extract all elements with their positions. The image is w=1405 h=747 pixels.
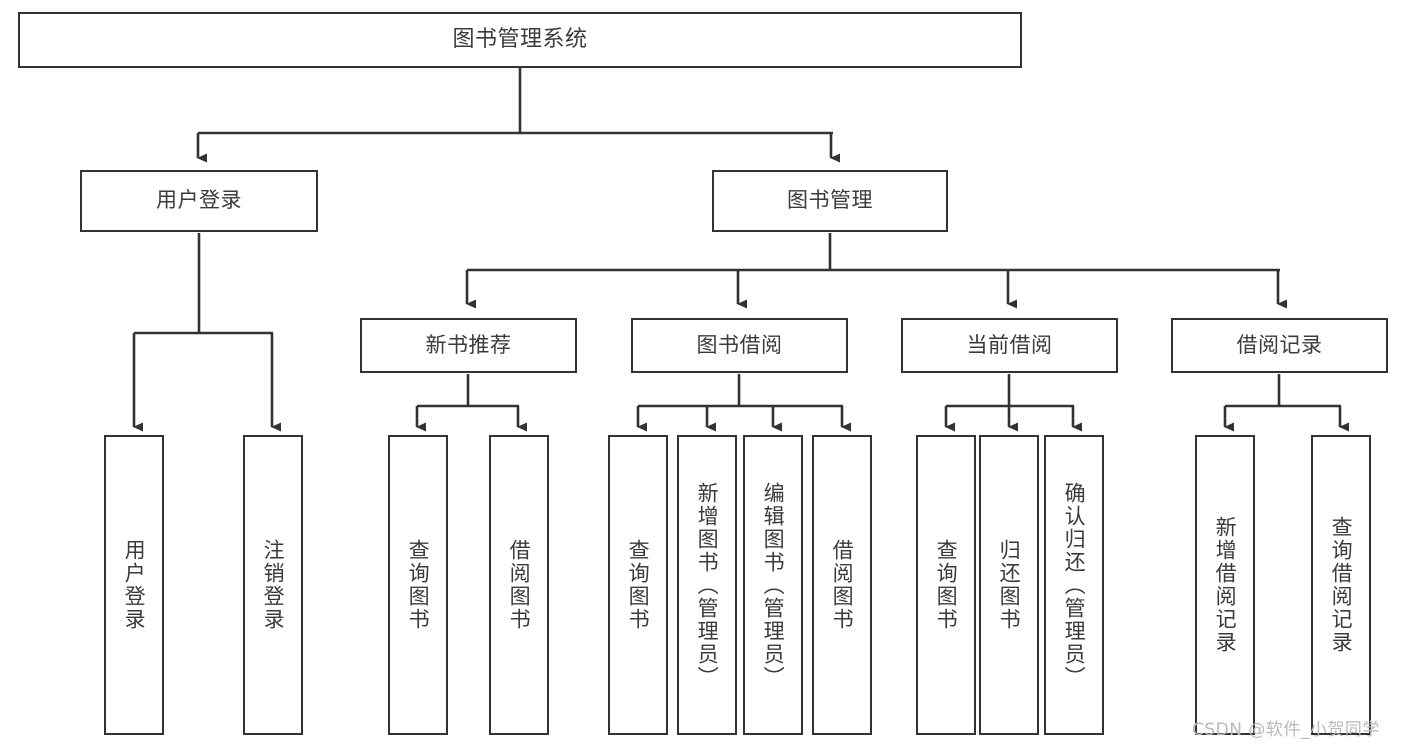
leaf-borrow-edit-book-admin[interactable]: 编辑图书（管理员） [743,435,803,735]
node-label: 借阅图书 [830,539,855,631]
node-borrow-record[interactable]: 借阅记录 [1171,318,1388,373]
node-label: 查询借阅记录 [1329,516,1354,654]
node-label: 查询图书 [406,539,431,631]
node-label: 查询图书 [626,539,651,631]
node-label: 编辑图书（管理员） [761,481,786,689]
leaf-user-login-sign-out[interactable]: 注销登录 [243,435,303,735]
node-root-book-management-system[interactable]: 图书管理系统 [18,12,1022,68]
node-label: 注销登录 [261,539,286,631]
node-book-management[interactable]: 图书管理 [712,170,948,232]
node-label: 新增借阅记录 [1213,516,1238,654]
leaf-recommend-query-book[interactable]: 查询图书 [388,435,448,735]
leaf-borrow-query-book[interactable]: 查询图书 [608,435,668,735]
node-current-borrow[interactable]: 当前借阅 [901,318,1118,373]
node-book-borrow[interactable]: 图书借阅 [631,318,848,373]
leaf-borrow-add-book-admin[interactable]: 新增图书（管理员） [677,435,737,735]
node-label: 图书借阅 [696,332,783,357]
leaf-current-return-book[interactable]: 归还图书 [979,435,1039,735]
node-label: 当前借阅 [966,332,1053,357]
node-label: 查询图书 [934,539,959,631]
node-label: 用户登录 [122,539,147,631]
leaf-user-login-sign-in[interactable]: 用户登录 [104,435,164,735]
csdn-watermark: CSDN @软件_小贺同学 [1192,720,1380,740]
leaf-current-query-book[interactable]: 查询图书 [916,435,976,735]
node-label: 图书管理系统 [452,26,588,52]
node-user-login[interactable]: 用户登录 [80,170,318,232]
leaf-borrow-borrow-book[interactable]: 借阅图书 [812,435,872,735]
leaf-current-confirm-return-admin[interactable]: 确认归还（管理员） [1044,435,1104,735]
node-new-book-recommend[interactable]: 新书推荐 [360,318,577,373]
node-label: 用户登录 [156,188,242,213]
node-label: 借阅记录 [1236,332,1323,357]
leaf-record-query-borrow-record[interactable]: 查询借阅记录 [1311,435,1371,735]
node-label: 新书推荐 [425,332,512,357]
node-label: 归还图书 [997,539,1022,631]
node-label: 借阅图书 [507,539,532,631]
leaf-record-add-borrow-record[interactable]: 新增借阅记录 [1195,435,1255,735]
node-label: 图书管理 [787,188,873,213]
node-label: 新增图书（管理员） [695,481,720,689]
leaf-recommend-borrow-book[interactable]: 借阅图书 [489,435,549,735]
node-label: 确认归还（管理员） [1062,481,1087,689]
